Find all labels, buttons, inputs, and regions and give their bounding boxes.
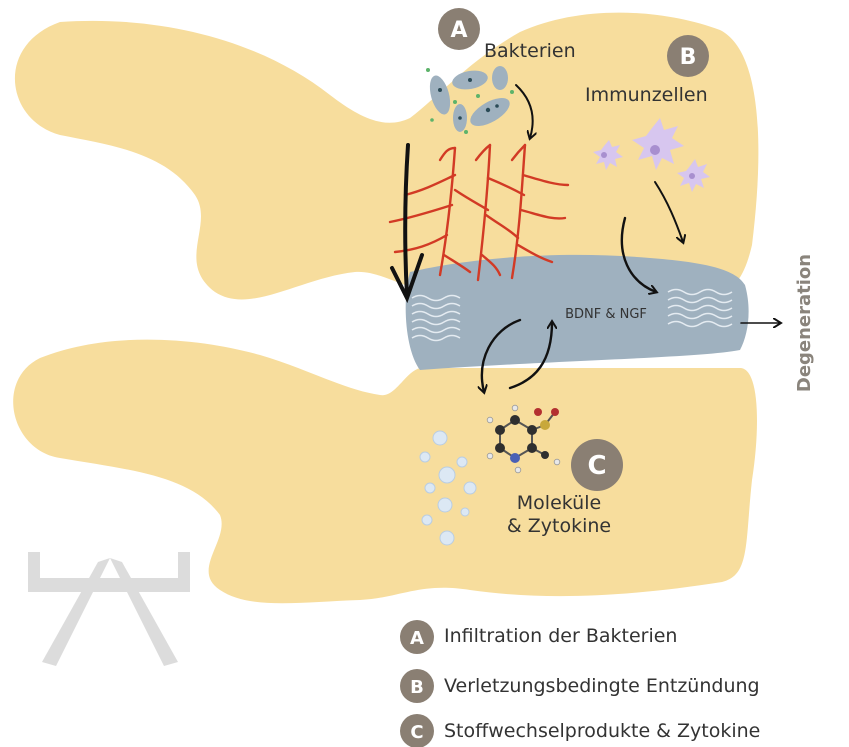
scale-logo-icon bbox=[28, 552, 190, 666]
svg-text:B: B bbox=[410, 677, 424, 698]
legend-item-b: B Verletzungsbedingte Entzündung bbox=[400, 669, 760, 703]
nerve-ingrowth bbox=[388, 143, 570, 282]
legend-item-a: A Infiltration der Bakterien bbox=[400, 620, 677, 654]
badge-b: B bbox=[667, 35, 709, 77]
label-immune-cells: Immunzellen bbox=[585, 84, 708, 106]
upper-vertebra bbox=[14, 12, 759, 300]
label-bacteria: Bakterien bbox=[484, 40, 576, 62]
infiltration-arrow bbox=[403, 143, 410, 298]
svg-text:A: A bbox=[410, 628, 424, 649]
immune-cells bbox=[593, 118, 710, 192]
molecule bbox=[486, 404, 561, 474]
legend: A Infiltration der Bakterien B Verletzun… bbox=[400, 620, 760, 747]
disc-fibers-left bbox=[411, 294, 461, 342]
bacteria-arrow bbox=[515, 84, 533, 138]
cytokine-bubbles bbox=[419, 430, 477, 546]
legend-item-c: C Stoffwechselprodukte & Zytokine bbox=[400, 714, 760, 747]
svg-text:C: C bbox=[410, 722, 423, 743]
svg-text:Infiltration der Bakterien: Infiltration der Bakterien bbox=[444, 625, 677, 647]
svg-text:Stoffwechselprodukte & Zytokin: Stoffwechselprodukte & Zytokine bbox=[444, 720, 760, 742]
badge-c: C bbox=[571, 439, 623, 491]
badge-a: A bbox=[438, 8, 480, 50]
lower-vertebra bbox=[13, 339, 757, 604]
svg-text:C: C bbox=[587, 451, 606, 481]
infiltration-arrowhead bbox=[390, 253, 424, 304]
immune-arrow-1 bbox=[654, 181, 683, 242]
label-cytokines: & Zytokine bbox=[507, 515, 611, 537]
immune-arrow-2 bbox=[620, 216, 656, 292]
disc-fibers-right bbox=[667, 288, 733, 328]
label-degeneration: Degeneration bbox=[794, 254, 815, 392]
svg-text:A: A bbox=[450, 18, 467, 43]
svg-text:B: B bbox=[680, 45, 697, 70]
label-bdnf-ngf: BDNF & NGF bbox=[565, 307, 647, 322]
label-molecules: Moleküle bbox=[517, 492, 601, 514]
bacteria-cluster bbox=[426, 66, 514, 134]
cycle-arrow-up bbox=[508, 322, 552, 390]
svg-text:Verletzungsbedingte Entzündung: Verletzungsbedingte Entzündung bbox=[444, 675, 760, 697]
cycle-arrow-down bbox=[482, 318, 522, 392]
